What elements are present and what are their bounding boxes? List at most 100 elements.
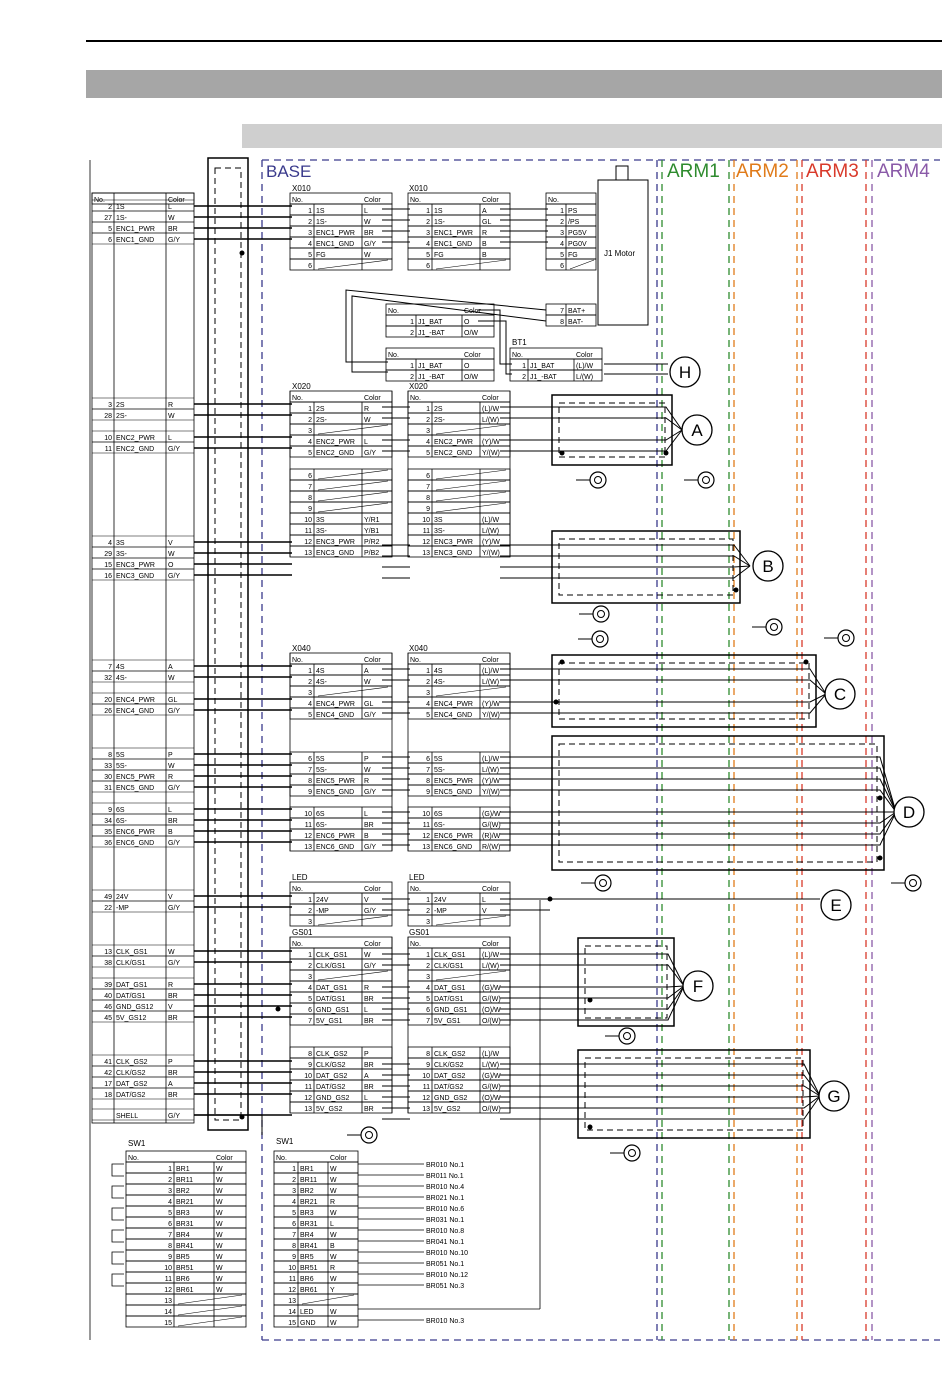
pin-no: 1 <box>308 668 312 675</box>
pin-name: DAT_GS1 <box>316 985 347 992</box>
pin-name: LED <box>300 1309 314 1316</box>
pin-name: ENC6_GND <box>316 844 354 851</box>
pin-no: 2 <box>426 219 430 226</box>
pin-no: 36 <box>104 840 112 847</box>
pin-name: 2S <box>116 402 125 409</box>
pin-name: BR61 <box>300 1287 318 1294</box>
header-no: No. <box>512 352 523 359</box>
cable-d <box>500 811 897 835</box>
empty-slash <box>435 259 507 270</box>
pin-no: 32 <box>104 675 112 682</box>
br-destination: BR010 No.8 <box>426 1228 464 1235</box>
bubble-f <box>682 970 714 1002</box>
pin-color: G/(W) <box>482 822 501 829</box>
pin-color: G/Y <box>364 450 376 457</box>
pin-name: DAT/GS1 <box>434 996 464 1003</box>
pin-no: 1 <box>308 406 312 413</box>
ground-f-inner <box>623 1032 631 1040</box>
battery-link <box>478 320 512 375</box>
bubble-label-f: F <box>693 977 703 996</box>
table-row <box>407 490 511 503</box>
pin-name: ENC2_PWR <box>116 435 155 442</box>
pin-no: 16 <box>104 573 112 580</box>
pin-no: 6 <box>308 756 312 763</box>
pin-no: 7 <box>426 484 430 491</box>
cable-d <box>500 789 897 813</box>
cable-d <box>500 767 897 813</box>
pin-no: 9 <box>308 789 312 796</box>
bubble-c <box>824 678 856 710</box>
pin-no: 6 <box>308 1007 312 1014</box>
pin-color: GL <box>482 219 491 226</box>
pin-color: W <box>168 413 175 420</box>
pin-name: ENC2_PWR <box>434 439 473 446</box>
pin-color: R <box>364 778 369 785</box>
pin-name: 3S <box>116 540 125 547</box>
junction-dot <box>803 659 809 665</box>
br-destination: BR010 No.6 <box>426 1206 464 1213</box>
header-no: No. <box>548 197 559 204</box>
sw-bracket <box>111 1273 124 1287</box>
pin-no: 1 <box>522 363 526 370</box>
pin-name: 3S- <box>116 551 128 558</box>
ground-a1-inner <box>594 476 602 484</box>
pin-no: 6 <box>560 263 564 270</box>
empty-slash <box>317 970 389 981</box>
pin-no: 3 <box>426 974 430 981</box>
pin-no: 2 <box>108 204 112 211</box>
table-row <box>385 369 495 382</box>
pin-name: GND_GS2 <box>434 1095 468 1102</box>
pin-color: V <box>364 897 369 904</box>
header-color: Color <box>330 1155 347 1162</box>
empty-slash <box>177 1316 243 1327</box>
pin-no: 20 <box>104 697 112 704</box>
ground-shell-inner <box>365 1131 373 1139</box>
pin-no: 9 <box>308 506 312 513</box>
pin-no: 5 <box>308 712 312 719</box>
pin-no: 4 <box>426 985 430 992</box>
battery-loop <box>345 289 547 363</box>
pin-no: 6 <box>426 263 430 270</box>
pin-color: R <box>364 406 369 413</box>
pin-name: 6S <box>316 811 325 818</box>
pin-name: 4S <box>116 664 125 671</box>
cable-b <box>500 555 751 567</box>
pin-name: 5S <box>116 752 125 759</box>
pin-color: W <box>330 1320 337 1327</box>
cable-trunk-shield <box>214 167 242 1121</box>
table-row <box>289 501 393 514</box>
pin-color: L <box>364 811 368 818</box>
table-row <box>289 258 393 271</box>
pin-no: 1 <box>426 668 430 675</box>
pin-color: L/(W) <box>482 963 499 970</box>
br-destination: BR010 No.10 <box>426 1250 468 1257</box>
pin-color: W <box>216 1232 223 1239</box>
cable-g <box>500 1095 821 1109</box>
pin-name: J1_BAT <box>418 363 443 370</box>
pin-name: -MP <box>434 908 447 915</box>
pin-color: G/(W) <box>482 996 501 1003</box>
pin-no: 28 <box>104 413 112 420</box>
pin-color: W <box>364 417 371 424</box>
pin-color: W <box>216 1243 223 1250</box>
pin-color: W <box>168 675 175 682</box>
table-row <box>289 663 393 676</box>
pin-name: BR6 <box>176 1276 190 1283</box>
br-destination: BR021 No.1 <box>426 1195 464 1202</box>
pin-no: 18 <box>104 1092 112 1099</box>
cable-b <box>500 565 751 579</box>
table-row <box>407 468 511 481</box>
pin-color: BR <box>364 1106 374 1113</box>
ground-g-inner <box>628 1149 636 1157</box>
pin-no: 3 <box>426 428 430 435</box>
pin-no: 33 <box>104 763 112 770</box>
pin-color: W <box>364 767 371 774</box>
pin-no: 14 <box>288 1309 296 1316</box>
pin-color: P <box>364 756 369 763</box>
cable-f <box>500 985 685 1010</box>
pin-color: W <box>330 1188 337 1195</box>
junction-dot <box>587 1124 593 1130</box>
pin-color: A <box>364 668 369 675</box>
